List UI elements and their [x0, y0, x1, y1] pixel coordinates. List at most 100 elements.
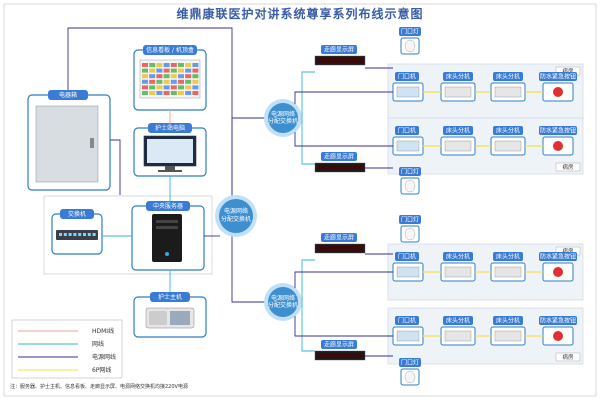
board-cell	[142, 79, 148, 84]
nurse-pc-panel: 护士站电脑	[133, 123, 207, 177]
board-cell	[142, 85, 148, 90]
board-cell	[185, 74, 192, 79]
corridor-display-tag	[321, 233, 357, 242]
door-unit-label: 门口机	[398, 73, 416, 81]
board-cell	[149, 74, 156, 79]
emergency-button-icon	[553, 141, 563, 151]
legend: HDMI线 网线 电源网线 6P网线	[11, 319, 123, 379]
center-hub: 电源网络 分配交换机	[215, 195, 257, 237]
board-cell	[178, 91, 184, 95]
corridor-display-tag	[321, 45, 357, 54]
bedside-icon	[494, 266, 522, 278]
board-cell	[163, 74, 170, 79]
server-panel: 中央服务器	[131, 201, 205, 271]
legend-power: 电源网线	[92, 353, 116, 361]
board-cell	[170, 68, 177, 73]
nurse-host-label: 护士主机	[158, 293, 182, 301]
corridor-display-label: 走廊显示屏	[324, 46, 354, 54]
door-light-label: 门口灯	[401, 359, 419, 367]
board-cell	[178, 79, 184, 84]
board-cell	[192, 63, 199, 67]
board-cell	[163, 85, 170, 90]
server-label: 中央服务器	[153, 202, 183, 210]
legend-lan: 网线	[92, 340, 104, 348]
switch-port	[63, 233, 67, 236]
bedside-icon	[494, 330, 522, 342]
bedside-1-tag	[443, 72, 473, 81]
corridor-display-label: 走廊显示屏	[324, 153, 354, 161]
door-light-label: 门口灯	[401, 168, 419, 176]
power-line	[294, 316, 393, 337]
board-cell	[178, 63, 184, 67]
board-cell	[142, 68, 148, 73]
switch-port	[73, 233, 77, 236]
door-light-icon	[404, 179, 416, 193]
door-light-tag	[399, 27, 421, 36]
board-cell	[163, 79, 170, 84]
board-cell	[156, 63, 163, 67]
board-cell	[185, 91, 192, 95]
nurse-host-panel: 护士主机	[133, 292, 207, 338]
emergency-label: 防水紧急按钮	[540, 127, 576, 135]
switch-port	[92, 233, 96, 236]
sub-hub-bottom: 电源网络 分配交换机	[264, 283, 302, 321]
door-light-tag	[399, 358, 421, 367]
switch-port	[68, 233, 72, 236]
door-light-label: 门口灯	[401, 28, 419, 36]
cabinet-label: 电器箱	[59, 91, 77, 99]
board-cell	[149, 63, 156, 67]
board-cell	[192, 91, 199, 95]
emergency-button-icon	[553, 331, 563, 341]
emergency-tag	[539, 72, 577, 81]
bedside-2-tag	[493, 252, 523, 261]
power-line-cabinet	[110, 139, 121, 195]
board-cell	[178, 74, 184, 79]
board-cell	[156, 68, 163, 73]
board-cell	[170, 63, 177, 67]
emergency-label: 防水紧急按钮	[540, 317, 576, 325]
door-unit-icon	[396, 140, 420, 152]
svg-text:电源网络: 电源网络	[271, 110, 295, 118]
board-cell	[163, 63, 170, 67]
bedside-2-tag	[493, 72, 523, 81]
legend-6p: 6P网线	[92, 366, 111, 374]
door-unit-label: 门口机	[398, 127, 416, 135]
corridor-display-tag	[321, 340, 357, 349]
board-cell	[142, 74, 148, 79]
board-cell	[156, 79, 163, 84]
corridor-display-tag	[321, 152, 357, 161]
door-light-icon	[404, 39, 416, 53]
board-cell	[170, 74, 177, 79]
emergency-tag	[539, 316, 577, 325]
board-cell	[163, 91, 170, 95]
door-light-icon	[404, 370, 416, 384]
bedside-1-label: 床头分机	[446, 317, 470, 325]
bedside-2-tag	[493, 126, 523, 135]
emergency-button-icon	[553, 87, 563, 97]
bedside-2-label: 床头分机	[496, 253, 520, 261]
corridor-display-label: 走廊显示屏	[324, 234, 354, 242]
cabinet-panel: 电器箱	[27, 90, 111, 191]
board-cell	[178, 68, 184, 73]
board-cell	[185, 85, 192, 90]
door-light-label: 门口灯	[401, 216, 419, 224]
door-unit-icon	[396, 86, 420, 98]
board-cell	[178, 85, 184, 90]
bedside-1-tag	[443, 316, 473, 325]
board-cell	[185, 79, 192, 84]
power-line	[294, 132, 393, 147]
legend-hdmi: HDMI线	[92, 327, 114, 335]
lan-line	[301, 118, 315, 165]
board-cell	[142, 91, 148, 95]
board-cell	[156, 74, 163, 79]
svg-text:分配交换机: 分配交换机	[268, 117, 298, 125]
board-cell	[142, 63, 148, 67]
switch-port	[87, 233, 91, 236]
switch-icon	[56, 230, 98, 240]
svg-text:电源网络: 电源网络	[271, 294, 295, 302]
lan-line	[301, 71, 315, 118]
board-cell	[163, 68, 170, 73]
board-cell	[192, 79, 199, 84]
bedside-2-label: 床头分机	[496, 73, 520, 81]
ward-label: 病房	[562, 247, 574, 255]
